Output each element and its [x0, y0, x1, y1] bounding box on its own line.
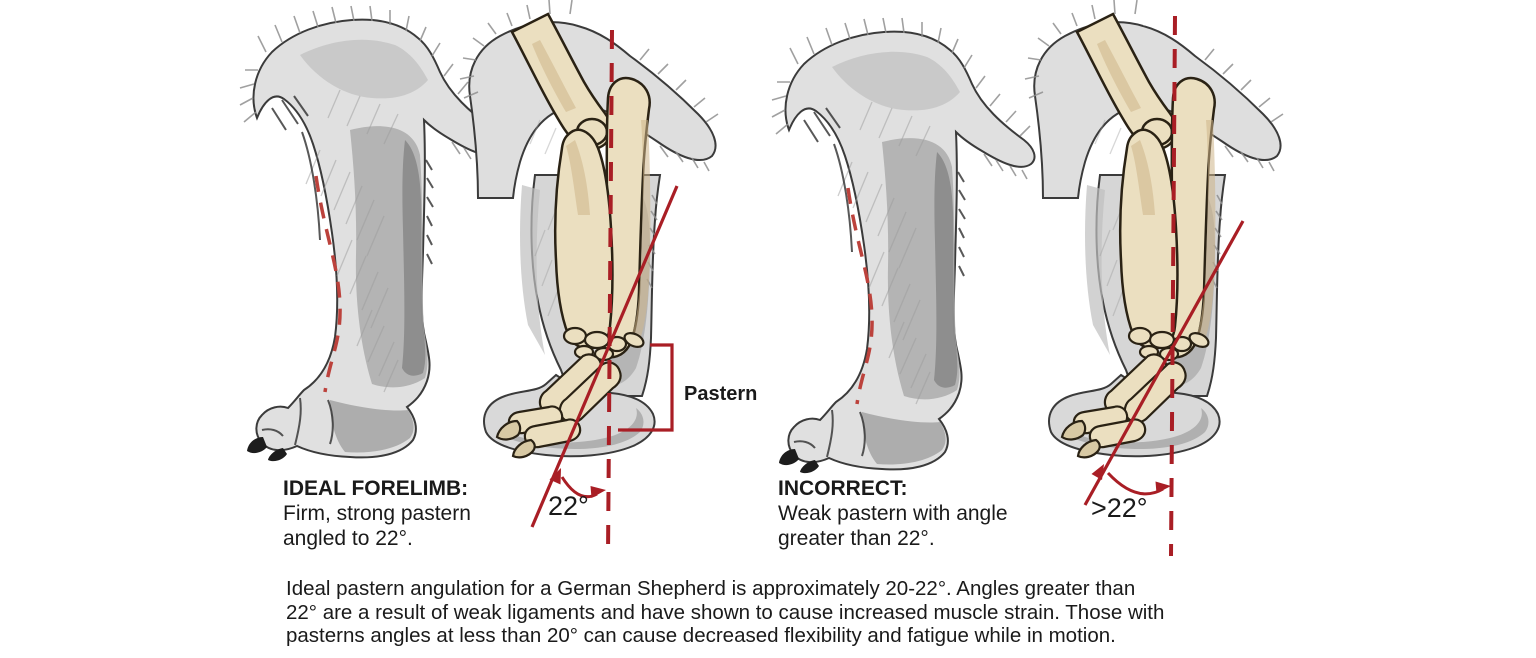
furred-leg-illustration	[239, 5, 504, 462]
pastern-bracket	[618, 343, 674, 432]
claw	[247, 437, 287, 462]
ideal-forelimb-label: IDEAL FORELIMB: Firm, strong pastern ang…	[283, 476, 471, 551]
angle-arrowhead	[1091, 464, 1104, 480]
vertical-dashed-reference-line	[606, 29, 614, 557]
angle-arrowhead	[549, 468, 561, 485]
pastern-axis-line	[1083, 220, 1245, 506]
incorrect-panel-annotations	[846, 15, 1245, 557]
incorrect-forelimb-description-line1: Weak pastern with angle	[778, 502, 1008, 525]
caption-line2: 22° are a result of weak ligaments and h…	[286, 600, 1165, 624]
ideal-forelimb-title: IDEAL FORELIMB:	[283, 477, 469, 500]
fur-shading-thigh	[300, 39, 428, 99]
angle-arrowhead	[590, 486, 606, 498]
incorrect-forelimb-title: INCORRECT:	[778, 477, 908, 500]
ideal-angle-value-label: 22°	[548, 491, 589, 521]
pastern-axis-line	[530, 185, 679, 528]
incorrect-forelimb-label: INCORRECT: Weak pastern with angle great…	[778, 476, 1008, 551]
toe-phalanx-bone	[523, 418, 582, 449]
ideal-panel-annotations	[314, 29, 679, 557]
ideal-forelimb-description-line1: Firm, strong pastern	[283, 502, 471, 525]
ideal-forelimb-description-line2: angled to 22°.	[283, 527, 413, 550]
fur-hatching	[305, 89, 399, 393]
furred-leg-illustration-incorrect	[771, 17, 1036, 475]
incorrect-angle-value-label: >22°	[1091, 493, 1148, 523]
accessory-carpal-bone	[623, 332, 645, 348]
caption-line3: pasterns angles at less than 20° can cau…	[286, 624, 1116, 648]
angle-arc	[1106, 471, 1164, 496]
figure-caption: Ideal pastern angulation for a German Sh…	[286, 577, 1164, 648]
pastern-label: Pastern	[684, 383, 758, 405]
incorrect-forelimb-description-line2: greater than 22°.	[778, 527, 935, 550]
angle-arrowhead	[1155, 481, 1171, 494]
bone-shading	[532, 40, 651, 342]
fur-tufts	[459, 0, 719, 289]
dashed-contour-reference-line	[846, 187, 874, 405]
caption-line1: Ideal pastern angulation for a German Sh…	[286, 577, 1136, 600]
toe-claw-bone	[495, 419, 536, 459]
carpal-bone	[583, 330, 611, 350]
fur-shading-column-left	[520, 185, 545, 355]
vertical-dashed-reference-line	[1169, 15, 1177, 557]
carpal-bone	[562, 326, 588, 346]
fur-shading-paw	[330, 400, 414, 453]
fur-shading-leg-edge	[402, 140, 426, 376]
radius-bone	[554, 128, 614, 350]
skeletal-leg-illustration-incorrect	[1023, 0, 1285, 459]
fur-tufts	[239, 5, 499, 168]
dashed-contour-reference-line	[314, 175, 342, 393]
fur-accent-lines	[261, 95, 434, 446]
skeletal-leg-illustration	[459, 0, 719, 459]
